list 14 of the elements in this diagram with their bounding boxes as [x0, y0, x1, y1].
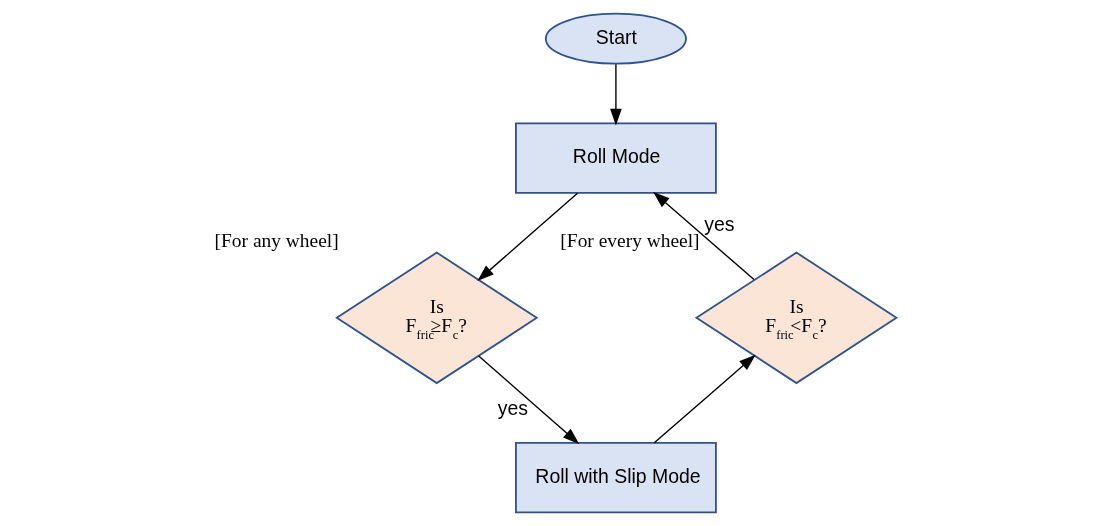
edge-label: yes — [497, 396, 528, 419]
node-diamond: Is F$_{fric}$<F$_{c}$? — [694, 251, 898, 385]
node-label: [For any wheel] — [214, 230, 339, 252]
node-label: [For every wheel] — [559, 230, 700, 252]
arrow — [653, 354, 756, 444]
arrow — [477, 355, 579, 445]
arrow — [652, 191, 755, 281]
edge-label: yes — [703, 213, 735, 236]
arrow — [476, 192, 578, 281]
node-box: Roll with Slip Mode — [514, 441, 717, 514]
node-ellipse: Start — [544, 12, 687, 65]
arrow — [609, 63, 622, 126]
node-box: Roll Mode — [514, 122, 717, 194]
node-diamond: Is F$_{fric}$≥F$_{c}$? — [334, 251, 538, 385]
